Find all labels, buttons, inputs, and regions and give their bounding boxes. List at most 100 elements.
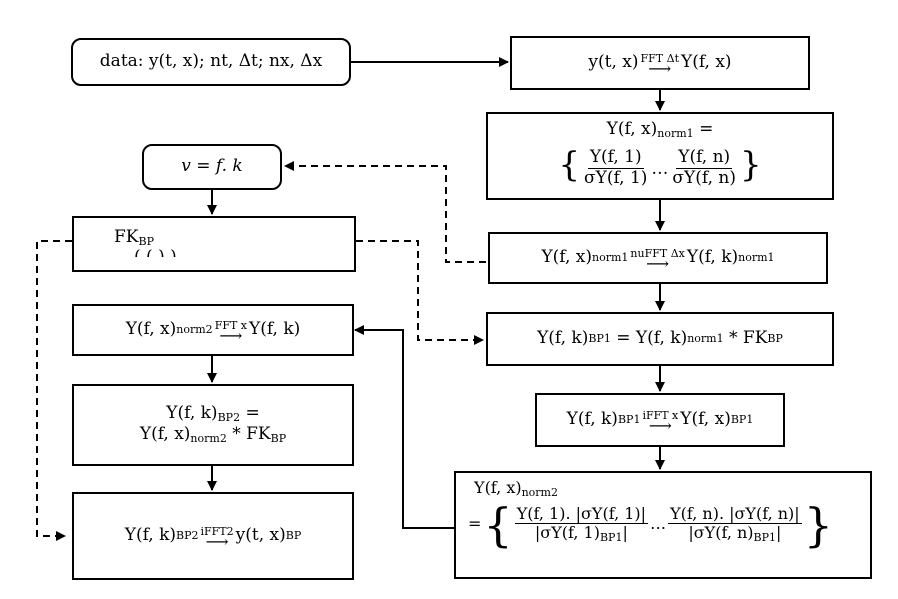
normalization1-lhs: Y(f, x)	[606, 119, 658, 139]
normalization2-lhs: Y(f, x)	[474, 478, 522, 497]
ifft2-rhs: y(t, x)	[235, 525, 286, 546]
nufft-node: Y(f, x)norm1 nuFFT Δx ⟶ Y(f, k)norm1	[488, 232, 828, 284]
fft-time-arrow: FFT Δt ⟶	[640, 51, 679, 78]
normalization2-num2: Y(f, n). |σY(f, n)|	[668, 503, 802, 525]
nufft-arrow-label: nuFFT Δx	[630, 246, 685, 260]
normalization1-lhs-sub: norm1	[657, 127, 694, 140]
bandpass1-lhs-sub: BP1	[588, 331, 611, 345]
fft-x-rhs: Y(f, k)	[249, 319, 301, 340]
fft-x-node: Y(f, x)norm2 FFT x ⟶ Y(f, k)	[72, 304, 354, 356]
fft-time-lhs: y(t, x)	[588, 52, 639, 73]
ifft-x-arrow: iFFT x ⟶	[642, 408, 679, 435]
normalization2-node: Y(f, x)norm2 = { Y(f, 1). |σY(f, 1)| |σY…	[454, 471, 872, 579]
ifft-x-lhs-sub: BP1	[617, 412, 641, 426]
velocity-node: v = f. k	[142, 144, 282, 190]
normalization2-den1-end: |	[622, 523, 628, 543]
fk-bandpass-cut-row: ( ( ) )	[114, 249, 177, 257]
dashed-fkbp-to-ifft2	[36, 240, 72, 541]
nufft-rhs: Y(f, k)	[686, 247, 739, 268]
arrow-glyph: ⟶	[648, 58, 672, 78]
fk-bandpass-cut-text: ( ( ) )	[134, 249, 177, 257]
ifft2-rhs-sub: BP	[285, 528, 302, 542]
normalization2-lhs-row: Y(f, x)norm2	[468, 478, 558, 500]
ifft2-arrow-label: iFFT2	[200, 524, 234, 538]
bandpass2-line2-op: * FK	[232, 424, 271, 444]
ifft2-lhs-sub: BP2	[176, 528, 199, 542]
ifft-x-rhs-sub: BP1	[730, 412, 754, 426]
bandpass2-line2-sub2: BP	[270, 432, 287, 445]
bandpass1-op: * FK	[729, 328, 768, 349]
arrow-glyph: ⟶	[646, 253, 670, 273]
bandpass2-node: Y(f, k)BP2 = Y(f, x)norm2 * FKBP	[72, 384, 354, 466]
normalization2-num1: Y(f, 1). |σY(f, 1)|	[514, 503, 649, 525]
normalization2-den1-wrap: |σY(f, 1)BP1|	[533, 523, 630, 545]
fk-bandpass-text: FK	[114, 227, 139, 247]
nufft-lhs-sub: norm1	[592, 250, 629, 264]
ifft-x-node: Y(f, k)BP1 iFFT x ⟶ Y(f, x)BP1	[535, 393, 785, 447]
data-input-node: data: y(t, x); nt, Δt; nx, Δx	[71, 38, 351, 86]
nufft-lhs: Y(f, x)	[541, 247, 593, 268]
brace-close-glyph: }	[803, 497, 833, 552]
bandpass2-line2: Y(f, x)norm2 * FKBP	[139, 424, 287, 446]
bandpass2-line2-sub: norm2	[190, 432, 227, 445]
ifft-x-rhs: Y(f, x)	[680, 409, 731, 430]
fk-bandpass-node: FKBP ( ( ) )	[72, 216, 356, 272]
fft-x-lhs-sub: norm2	[176, 322, 213, 336]
normalization1-lhs-row: Y(f, x)norm1 =	[606, 119, 714, 148]
arrow-glyph: ⟶	[219, 325, 243, 345]
brace-open-glyph: {	[483, 497, 513, 552]
nufft-arrow: nuFFT Δx ⟶	[630, 246, 685, 273]
ifft-x-lhs: Y(f, k)	[566, 409, 618, 430]
bandpass1-rhs-sub: BP	[767, 331, 783, 345]
normalization1-den1: σY(f, 1)	[584, 167, 648, 188]
normalization2-den2: |σY(f, n)	[688, 523, 754, 543]
dashed-fkbp-to-bp1	[356, 240, 484, 345]
fft-time-rhs: Y(f, x)	[681, 52, 732, 73]
normalization1-set-row: { Y(f, 1) σY(f, 1) … Y(f, n) σY(f, n) }	[558, 148, 761, 192]
fft-x-arrow: FFT x ⟶	[214, 318, 247, 345]
arrow-norm2-to-fftx	[354, 325, 460, 529]
normalization1-node: Y(f, x)norm1 = { Y(f, 1) σY(f, 1) … Y(f,…	[486, 112, 834, 200]
brace-open-glyph: {	[558, 148, 581, 185]
arrow-glyph: ⟶	[648, 415, 672, 435]
bandpass2-line1-text: Y(f, k)	[166, 403, 218, 424]
normalization2-frac1: Y(f, 1). |σY(f, 1)| |σY(f, 1)BP1|	[514, 503, 649, 545]
fft-x-arrow-label: FFT x	[214, 318, 247, 332]
normalization2-den2-end: |	[776, 523, 782, 543]
brace-close-glyph: }	[739, 148, 762, 185]
data-input-text: data: y(t, x); nt, Δt; nx, Δx	[99, 51, 323, 72]
fk-bandpass-sub: BP	[138, 235, 155, 248]
bandpass2-line1: Y(f, k)BP2 =	[166, 404, 259, 425]
normalization2-den2-sub: BP1	[753, 531, 777, 545]
velocity-text: v = f. k	[181, 156, 243, 177]
ifft2-lhs: Y(f, k)	[124, 525, 177, 546]
normalization2-ellipsis: …	[650, 514, 667, 534]
arrow-glyph: ⟶	[205, 531, 229, 551]
normalization2-set-row: = { Y(f, 1). |σY(f, 1)| |σY(f, 1)BP1| … …	[468, 502, 833, 548]
ifft-x-arrow-label: iFFT x	[642, 408, 679, 422]
normalization2-den2-wrap: |σY(f, n)BP1|	[686, 523, 783, 545]
fft-time-node: y(t, x) FFT Δt ⟶ Y(f, x)	[510, 36, 810, 90]
normalization2-den1: |σY(f, 1)	[534, 523, 600, 543]
bandpass2-line2-text: Y(f, x)	[139, 424, 191, 444]
bandpass2-line1-sub: BP2	[217, 411, 241, 425]
nufft-rhs-sub: norm1	[738, 250, 775, 264]
normalization1-den2: σY(f, n)	[672, 167, 736, 188]
dashed-nufft-to-velocity	[284, 161, 486, 263]
normalization2-eq: =	[468, 514, 482, 534]
normalization2-den1-sub: BP1	[599, 531, 623, 545]
ifft2-arrow: iFFT2 ⟶	[200, 524, 234, 551]
bandpass2-line1-eq: =	[245, 403, 260, 424]
fft-time-arrow-label: FFT Δt	[640, 51, 679, 65]
bandpass1-eq: = Y(f, k)	[616, 328, 688, 349]
normalization1-ellipsis: …	[651, 159, 669, 180]
normalization1-frac1: Y(f, 1) σY(f, 1)	[582, 148, 649, 188]
normalization1-num2: Y(f, n)	[676, 148, 733, 169]
fk-bandpass-label: FKBP	[114, 227, 155, 249]
normalization1-frac2: Y(f, n) σY(f, n)	[670, 148, 738, 188]
fft-x-lhs: Y(f, x)	[125, 319, 177, 340]
ifft2-node: Y(f, k)BP2 iFFT2 ⟶ y(t, x)BP	[72, 492, 354, 580]
normalization2-lhs-sub: norm2	[521, 486, 558, 499]
